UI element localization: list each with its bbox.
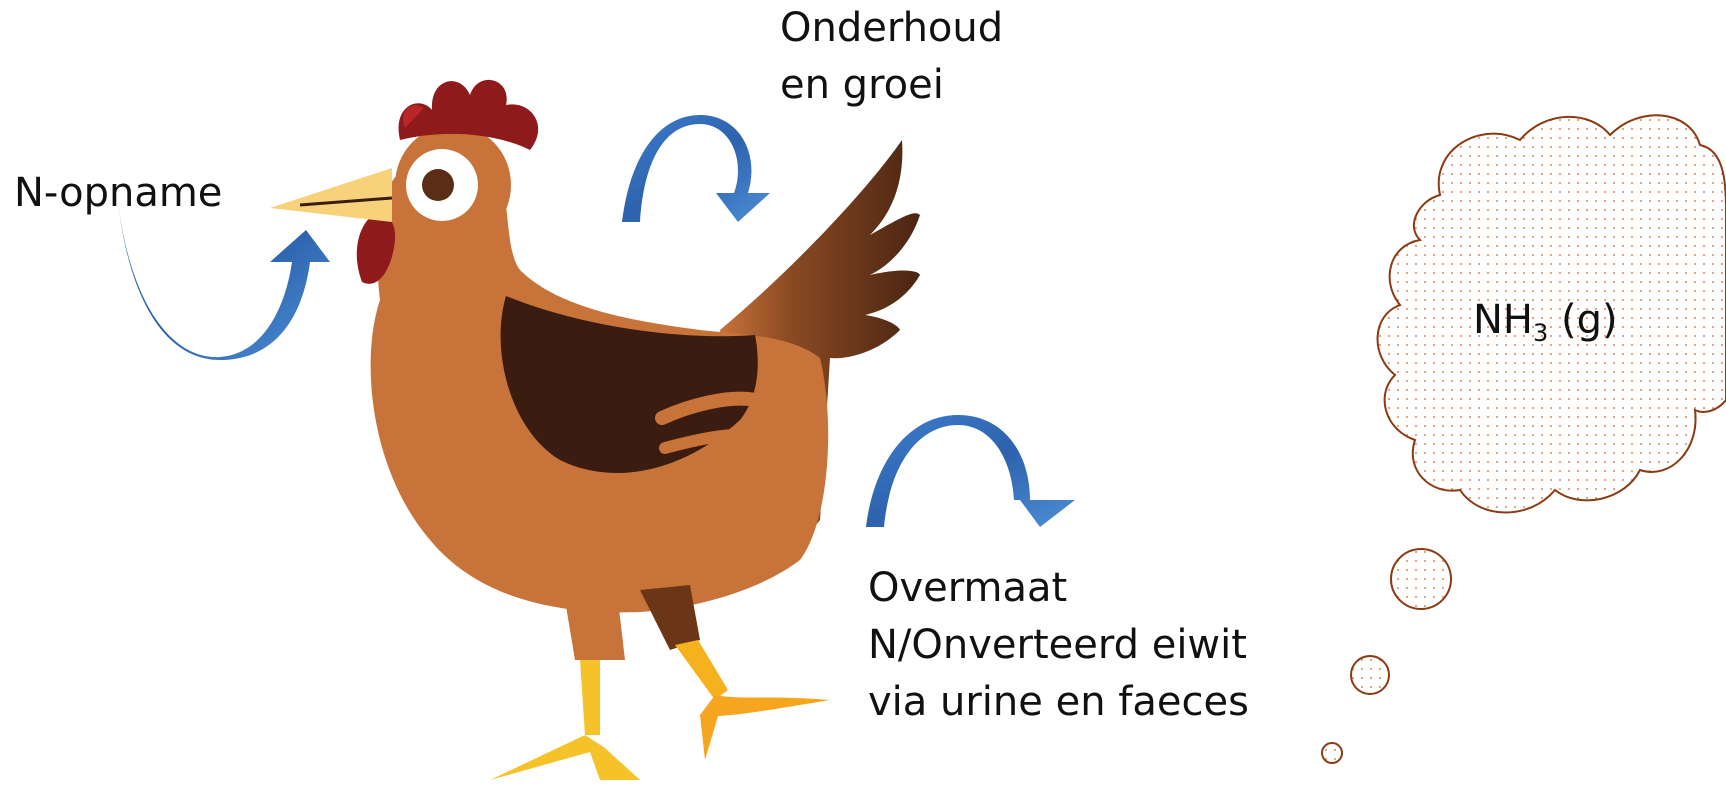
thought-bubble-small [1322, 743, 1342, 763]
label-maintenance-growth: Onderhoud en groei [780, 0, 1003, 114]
label-maintenance-line1: Onderhoud [780, 0, 1003, 57]
label-ammonia-suffix: (g) [1548, 297, 1617, 343]
thought-bubble-large [1391, 549, 1451, 609]
label-ammonia-subscript: 3 [1533, 319, 1548, 347]
label-n-intake-text: N-opname [14, 165, 222, 222]
label-n-intake: N-opname [14, 165, 222, 222]
label-ammonia-gas: NH3 (g) [1473, 292, 1618, 362]
label-excess-line2: N/Onverteerd eiwit [868, 617, 1249, 674]
label-excess-line1: Overmaat [868, 560, 1249, 617]
label-excess-line3: via urine en faeces [868, 674, 1249, 731]
hen-illustration [270, 80, 920, 780]
thought-bubble-medium [1351, 656, 1389, 694]
arrow-intake [118, 202, 330, 360]
label-ammonia-base: NH [1473, 297, 1533, 343]
label-maintenance-line2: en groei [780, 57, 1003, 114]
arrow-excess [866, 415, 1075, 527]
label-excess-nitrogen: Overmaat N/Onverteerd eiwit via urine en… [868, 560, 1249, 731]
arrow-maintenance [622, 115, 770, 222]
